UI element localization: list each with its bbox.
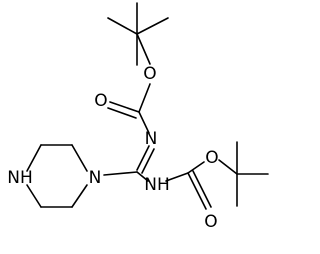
bond-central-c-n-ring xyxy=(103,171,138,176)
bond-carbonyl-top-c-n-imine xyxy=(138,111,150,134)
atom-label-o-carbonyl-top: O xyxy=(94,91,107,111)
bond-ring-n-upper-right xyxy=(71,144,88,172)
bond-central-c-nh xyxy=(136,171,149,182)
atom-label-nh-carbamate: NH xyxy=(144,175,170,195)
bond-o-ester-bottom-tbu-c xyxy=(218,159,238,175)
bond-carbonyl-bottom-c-o-ester xyxy=(187,161,205,174)
bond-imine-double-a xyxy=(136,145,150,171)
bond-carbonyl-bottom-double-a xyxy=(187,172,207,210)
structure-diagram: NH N N NH O O O O xyxy=(7,2,269,232)
bond-carbonyl-bottom-double-b xyxy=(192,170,212,208)
bond-tbu-top-c-methyl-left xyxy=(107,17,138,35)
atom-label-o-carbonyl-bottom: O xyxy=(204,212,217,232)
atom-label-n-imine: N xyxy=(145,129,158,149)
molecule-drawing: NH N N NH O O O O xyxy=(7,2,269,232)
bond-carbonyl-top-double-b xyxy=(107,107,137,119)
bond-tbu-top-c-o xyxy=(136,33,151,65)
atom-label-nh-ring: NH xyxy=(7,168,33,188)
atom-label-o-ester-top: O xyxy=(143,64,156,84)
bond-imine-double-b xyxy=(141,148,155,174)
bond-ring-lower-right-n xyxy=(71,184,88,208)
atom-label-o-ester-bottom: O xyxy=(205,148,218,168)
atom-label-n-ring: N xyxy=(89,168,102,188)
bond-o-ester-top-carbonyl-c xyxy=(138,83,151,113)
bond-ring-upper-left-nh xyxy=(26,144,42,172)
bond-carbonyl-top-double-a xyxy=(109,101,140,113)
bond-nh-carbonyl-bottom-c xyxy=(165,172,189,182)
bond-tbu-top-c-methyl-right xyxy=(136,17,169,35)
bond-ring-nh-lower-left xyxy=(26,184,42,208)
